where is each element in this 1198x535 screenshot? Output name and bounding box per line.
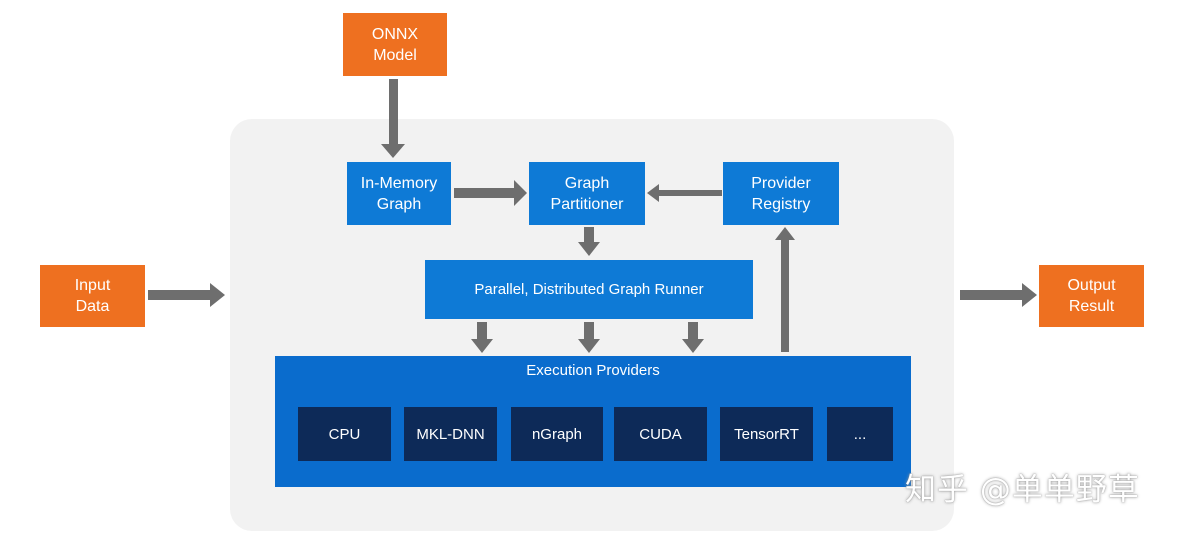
execution-providers-title: Execution Providers <box>526 362 660 379</box>
graph-runner-node: Parallel, Distributed Graph Runner <box>425 260 753 319</box>
arrow-input <box>148 283 225 307</box>
in-memory-graph-node: In-Memory Graph <box>347 162 451 225</box>
arrow-registry-to-partitioner <box>647 184 722 202</box>
arrow-graph-to-partitioner <box>454 180 527 206</box>
provider-cpu: CPU <box>298 407 391 461</box>
provider-mkl-dnn: MKL-DNN <box>404 407 497 461</box>
provider-ngraph: nGraph <box>511 407 603 461</box>
provider-tensorrt: TensorRT <box>720 407 813 461</box>
provider-more: ... <box>827 407 893 461</box>
arrow-ep-to-registry <box>775 227 795 352</box>
arrow-output <box>960 283 1037 307</box>
onnx-model-node: ONNX Model <box>343 13 447 76</box>
watermark: 知乎 @单单野草 <box>905 472 1140 508</box>
input-data-node: Input Data <box>40 265 145 327</box>
provider-registry-node: Provider Registry <box>723 162 839 225</box>
arrow-runner-to-ep-3 <box>682 322 704 353</box>
provider-cuda: CUDA <box>614 407 707 461</box>
arrow-model-to-graph <box>381 79 405 158</box>
arrow-runner-to-ep-2 <box>578 322 600 353</box>
graph-partitioner-node: Graph Partitioner <box>529 162 645 225</box>
output-result-node: Output Result <box>1039 265 1144 327</box>
arrow-partitioner-to-runner <box>578 227 600 256</box>
arrow-runner-to-ep-1 <box>471 322 493 353</box>
